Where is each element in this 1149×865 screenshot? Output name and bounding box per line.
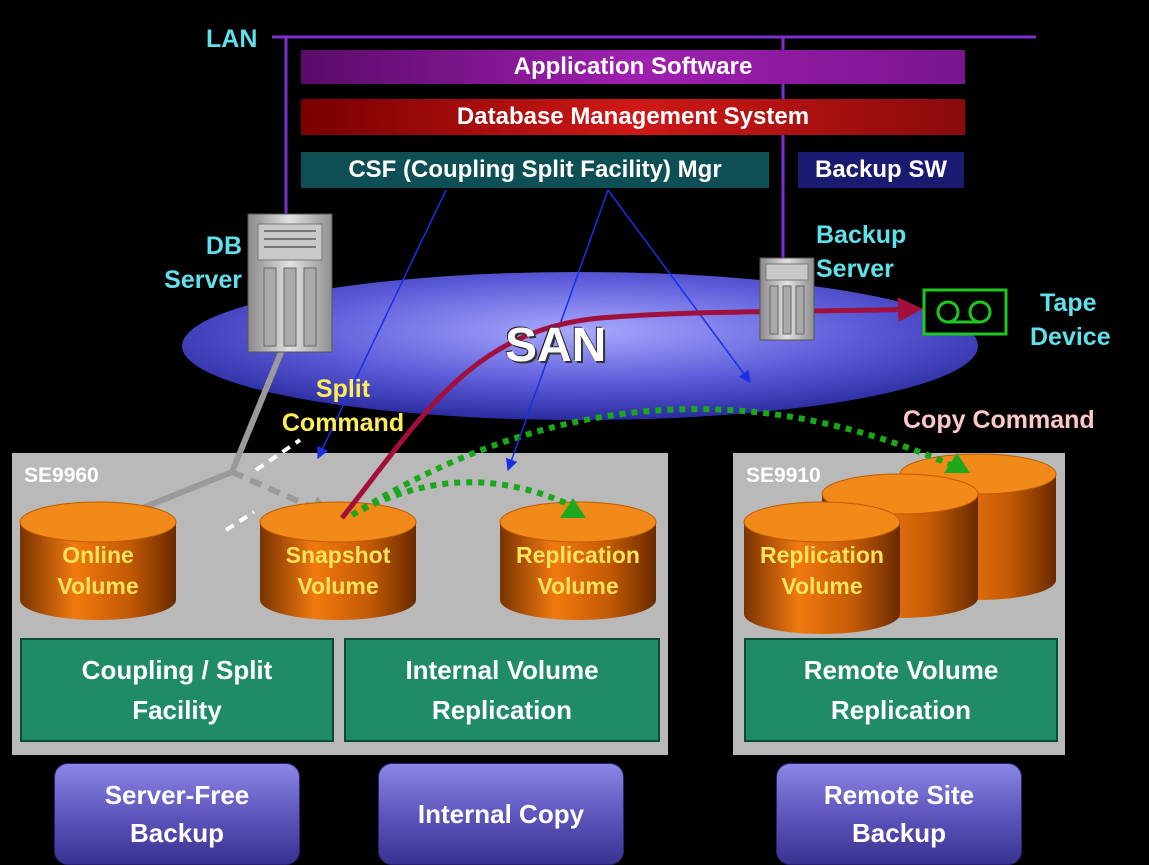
db-server-label-line1: DB — [205, 232, 242, 260]
remote-site-line2: Backup — [852, 818, 946, 848]
command-arrows — [317, 189, 751, 472]
replication-volume-label: Replication Volume — [500, 540, 656, 602]
split-command-label: Split Command — [272, 372, 414, 440]
internal-copy-line1: Internal Copy — [417, 799, 585, 829]
split-command-line1: Split — [315, 375, 371, 403]
backup-server-label: Backup Server — [816, 218, 906, 286]
snapshot-volume-label: Snapshot Volume — [264, 540, 412, 602]
remote-replication-volume-line2: Volume — [781, 573, 863, 599]
replication-paths — [350, 406, 970, 518]
replication-arrowhead — [560, 498, 586, 518]
snapshot-volume-line2: Volume — [297, 573, 379, 599]
server-free-line1: Server-Free — [104, 780, 250, 810]
coupling-split-facility-box: Coupling / Split Facility — [20, 638, 334, 742]
db-server-label-line2: Server — [164, 266, 242, 294]
remote-site-backup-caption: Remote Site Backup — [776, 763, 1022, 865]
replication-volume-cylinder — [499, 501, 657, 620]
split-command-marks — [224, 438, 302, 532]
lan-label: LAN — [206, 25, 258, 53]
tape-device-icon — [922, 288, 1008, 336]
backup-server — [759, 257, 815, 341]
split-command-line2: Command — [281, 409, 405, 437]
db-server — [247, 213, 333, 353]
coupling-split-line1: Coupling / Split — [81, 655, 273, 685]
server-free-backup-caption: Server-Free Backup — [54, 763, 300, 865]
remote-site-line1: Remote Site — [823, 780, 975, 810]
snapshot-volume-line1: Snapshot — [285, 542, 391, 568]
csf-manager-bar: CSF (Coupling Split Facility) Mgr — [301, 152, 769, 188]
internal-copy-caption: Internal Copy — [378, 763, 624, 865]
backup-data-path — [340, 297, 923, 520]
dbms-bar: Database Management System — [301, 99, 965, 135]
cylinders — [19, 453, 1057, 634]
remote-arrowhead — [944, 453, 970, 473]
db-server-label: DB Server — [150, 229, 242, 297]
remote-volume-replication-box: Remote Volume Replication — [744, 638, 1058, 742]
tape-device-label: Tape Device — [1030, 286, 1111, 354]
online-volume-cylinder — [19, 501, 177, 620]
backup-server-label-line1: Backup — [816, 221, 907, 249]
internal-volume-replication-box: Internal Volume Replication — [344, 638, 660, 742]
remote-replication-volume-label: Replication Volume — [744, 540, 900, 602]
san-label: SAN — [505, 319, 607, 372]
application-software-bar: Application Software — [301, 50, 965, 84]
tape-device-label-line1: Tape — [1040, 289, 1097, 317]
internal-replication-line1: Internal Volume — [405, 655, 599, 685]
backup-server-label-line2: Server — [816, 255, 894, 283]
tape-device-label-line2: Device — [1030, 323, 1111, 351]
replication-volume-line1: Replication — [516, 542, 640, 568]
remote-replication-volume-line1: Replication — [760, 542, 884, 568]
internal-replication-line2: Replication — [431, 695, 573, 725]
remote-cylinder-front — [743, 501, 901, 634]
server-free-line2: Backup — [130, 818, 224, 848]
online-volume-line2: Volume — [57, 573, 139, 599]
remote-replication-line2: Replication — [830, 695, 972, 725]
online-volume-line1: Online — [62, 542, 134, 568]
online-volume-label: Online Volume — [24, 540, 172, 602]
copy-command-label: Copy Command — [903, 406, 1095, 434]
coupling-split-line2: Facility — [132, 695, 222, 725]
backup-software-bar: Backup SW — [798, 152, 964, 188]
se9910-name: SE9910 — [746, 464, 821, 487]
replication-volume-line2: Volume — [537, 573, 619, 599]
snapshot-volume-cylinder — [259, 501, 417, 620]
remote-replication-line1: Remote Volume — [803, 655, 999, 685]
se9960-name: SE9960 — [24, 464, 99, 487]
